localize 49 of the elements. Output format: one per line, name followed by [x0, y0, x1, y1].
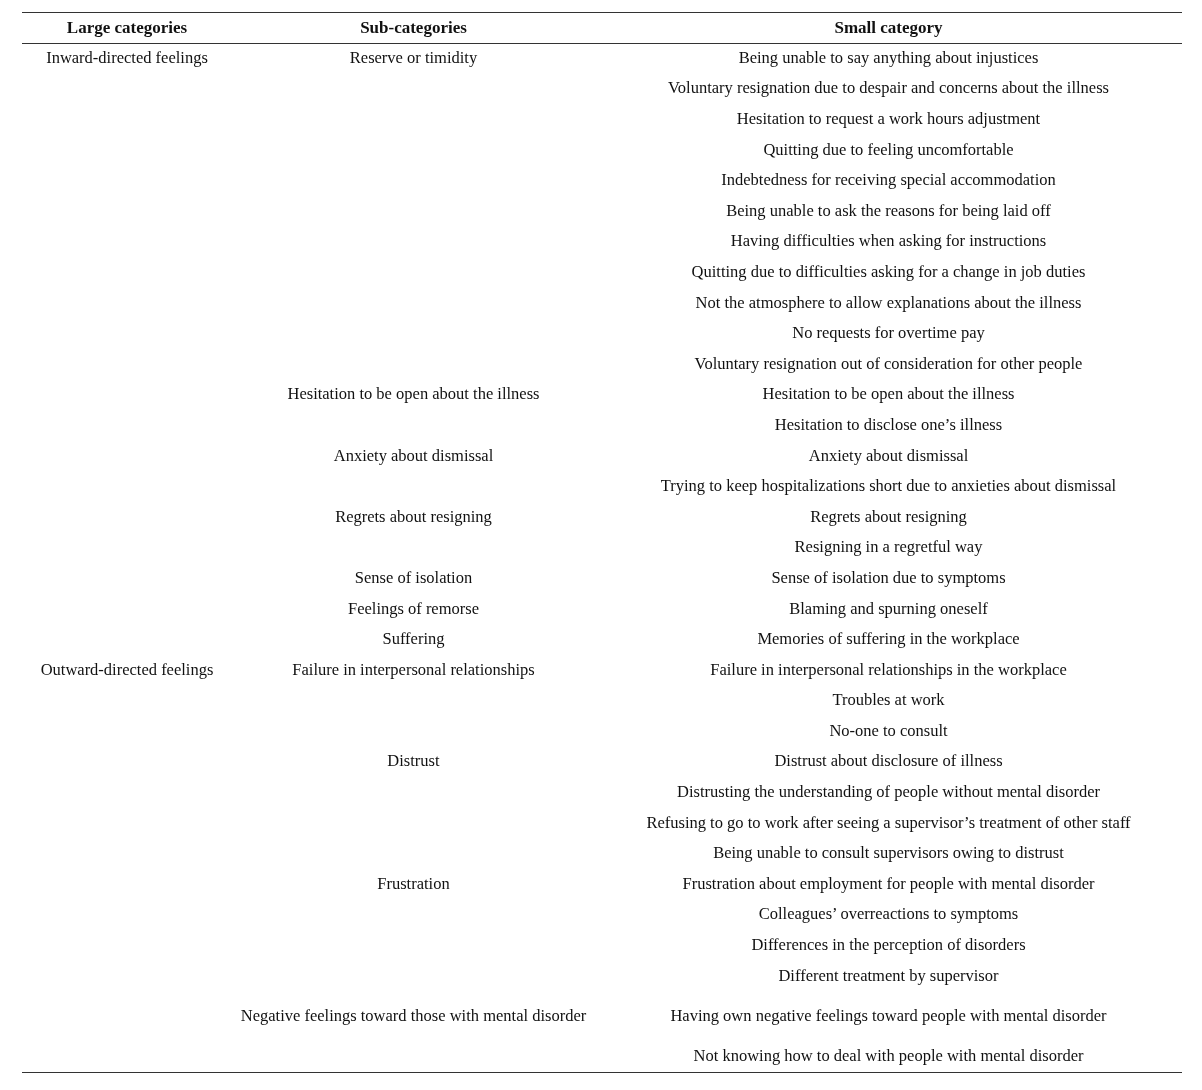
small-category-label: Memories of suffering in the workplace	[756, 630, 1021, 650]
large-category-label: Inward-directed feelings	[45, 48, 209, 68]
subcategory-label: Anxiety about dismissal	[332, 446, 495, 466]
small-category-label: Having difficulties when asking for instructions	[729, 232, 1048, 252]
small-category-label: Distrusting the understanding of people without mental disorder	[676, 783, 1101, 803]
small-category-label: Hesitation to be open about the illness	[761, 385, 1016, 405]
column-header: Sub-categories	[359, 18, 468, 38]
small-category-label: Failure in interpersonal relationships in the workplace	[709, 660, 1068, 680]
small-category-label: Quitting due to feeling uncomfortable	[762, 140, 1015, 160]
column-header: Large categories	[65, 18, 189, 38]
small-category-label: Quitting due to difficulties asking for a change in job duties	[690, 262, 1087, 282]
subcategory-label: Reserve or timidity	[348, 48, 479, 68]
small-category-label: Resigning in a regretful way	[793, 538, 984, 558]
small-category-label: Distrust about disclosure of illness	[773, 752, 1004, 772]
small-category-label: Being unable to consult supervisors owing to distrust	[712, 844, 1065, 864]
small-category-label: Having own negative feelings toward people with mental disorder	[669, 1006, 1108, 1026]
small-category-label: Not the atmosphere to allow explanations about the illness	[694, 293, 1083, 313]
column-header: Small category	[833, 18, 944, 38]
subcategory-label: Hesitation to be open about the illness	[286, 385, 541, 405]
small-category-label: No requests for overtime pay	[791, 324, 986, 344]
small-category-label: Different treatment by supervisor	[777, 966, 1000, 986]
small-category-label: Regrets about resigning	[809, 507, 968, 527]
subcategory-label: Regrets about resigning	[334, 507, 493, 527]
small-category-label: Being unable to ask the reasons for being laid off	[725, 201, 1052, 221]
small-category-label: Frustration about employment for people with mental disorder	[681, 874, 1096, 894]
small-category-label: Refusing to go to work after seeing a supervisor’s treatment of other staff	[645, 813, 1132, 833]
small-category-label: Trying to keep hospitalizations short due to anxieties about dismissal	[659, 477, 1118, 497]
small-category-label: Hesitation to request a work hours adjustment	[735, 110, 1042, 129]
subcategory-label: Failure in interpersonal relationships	[291, 660, 536, 680]
small-category-label: Voluntary resignation due to despair and concerns about the illness	[667, 79, 1110, 99]
small-category-label: Troubles at work	[831, 691, 946, 711]
subcategory-label: Suffering	[381, 630, 446, 650]
small-category-label: Anxiety about dismissal	[807, 446, 970, 466]
large-category-label: Outward-directed feelings	[39, 660, 215, 680]
subcategory-label: Negative feelings toward those with mental disorder	[239, 1006, 588, 1026]
small-category-label: Colleagues’ overreactions to symptoms	[757, 905, 1020, 925]
small-category-label: Hesitation to disclose one’s illness	[773, 415, 1004, 435]
subcategory-label: Feelings of remorse	[346, 599, 481, 619]
subcategory-label: Sense of isolation	[353, 568, 474, 588]
small-category-label: Being unable to say anything about injustices	[737, 48, 1040, 68]
subcategory-label: Distrust	[386, 752, 441, 772]
small-category-label: Indebtedness for receiving special accommodation	[720, 171, 1057, 191]
small-category-label: Not knowing how to deal with people with mental disorder	[692, 1047, 1085, 1067]
small-category-label: Sense of isolation due to symptoms	[770, 568, 1007, 588]
small-category-label: No-one to consult	[828, 721, 949, 741]
small-category-label: Blaming and spurning oneself	[788, 599, 989, 619]
small-category-label: Differences in the perception of disorders	[750, 936, 1027, 955]
small-category-label: Voluntary resignation out of consideration for other people	[693, 354, 1084, 374]
subcategory-label: Frustration	[376, 874, 451, 894]
